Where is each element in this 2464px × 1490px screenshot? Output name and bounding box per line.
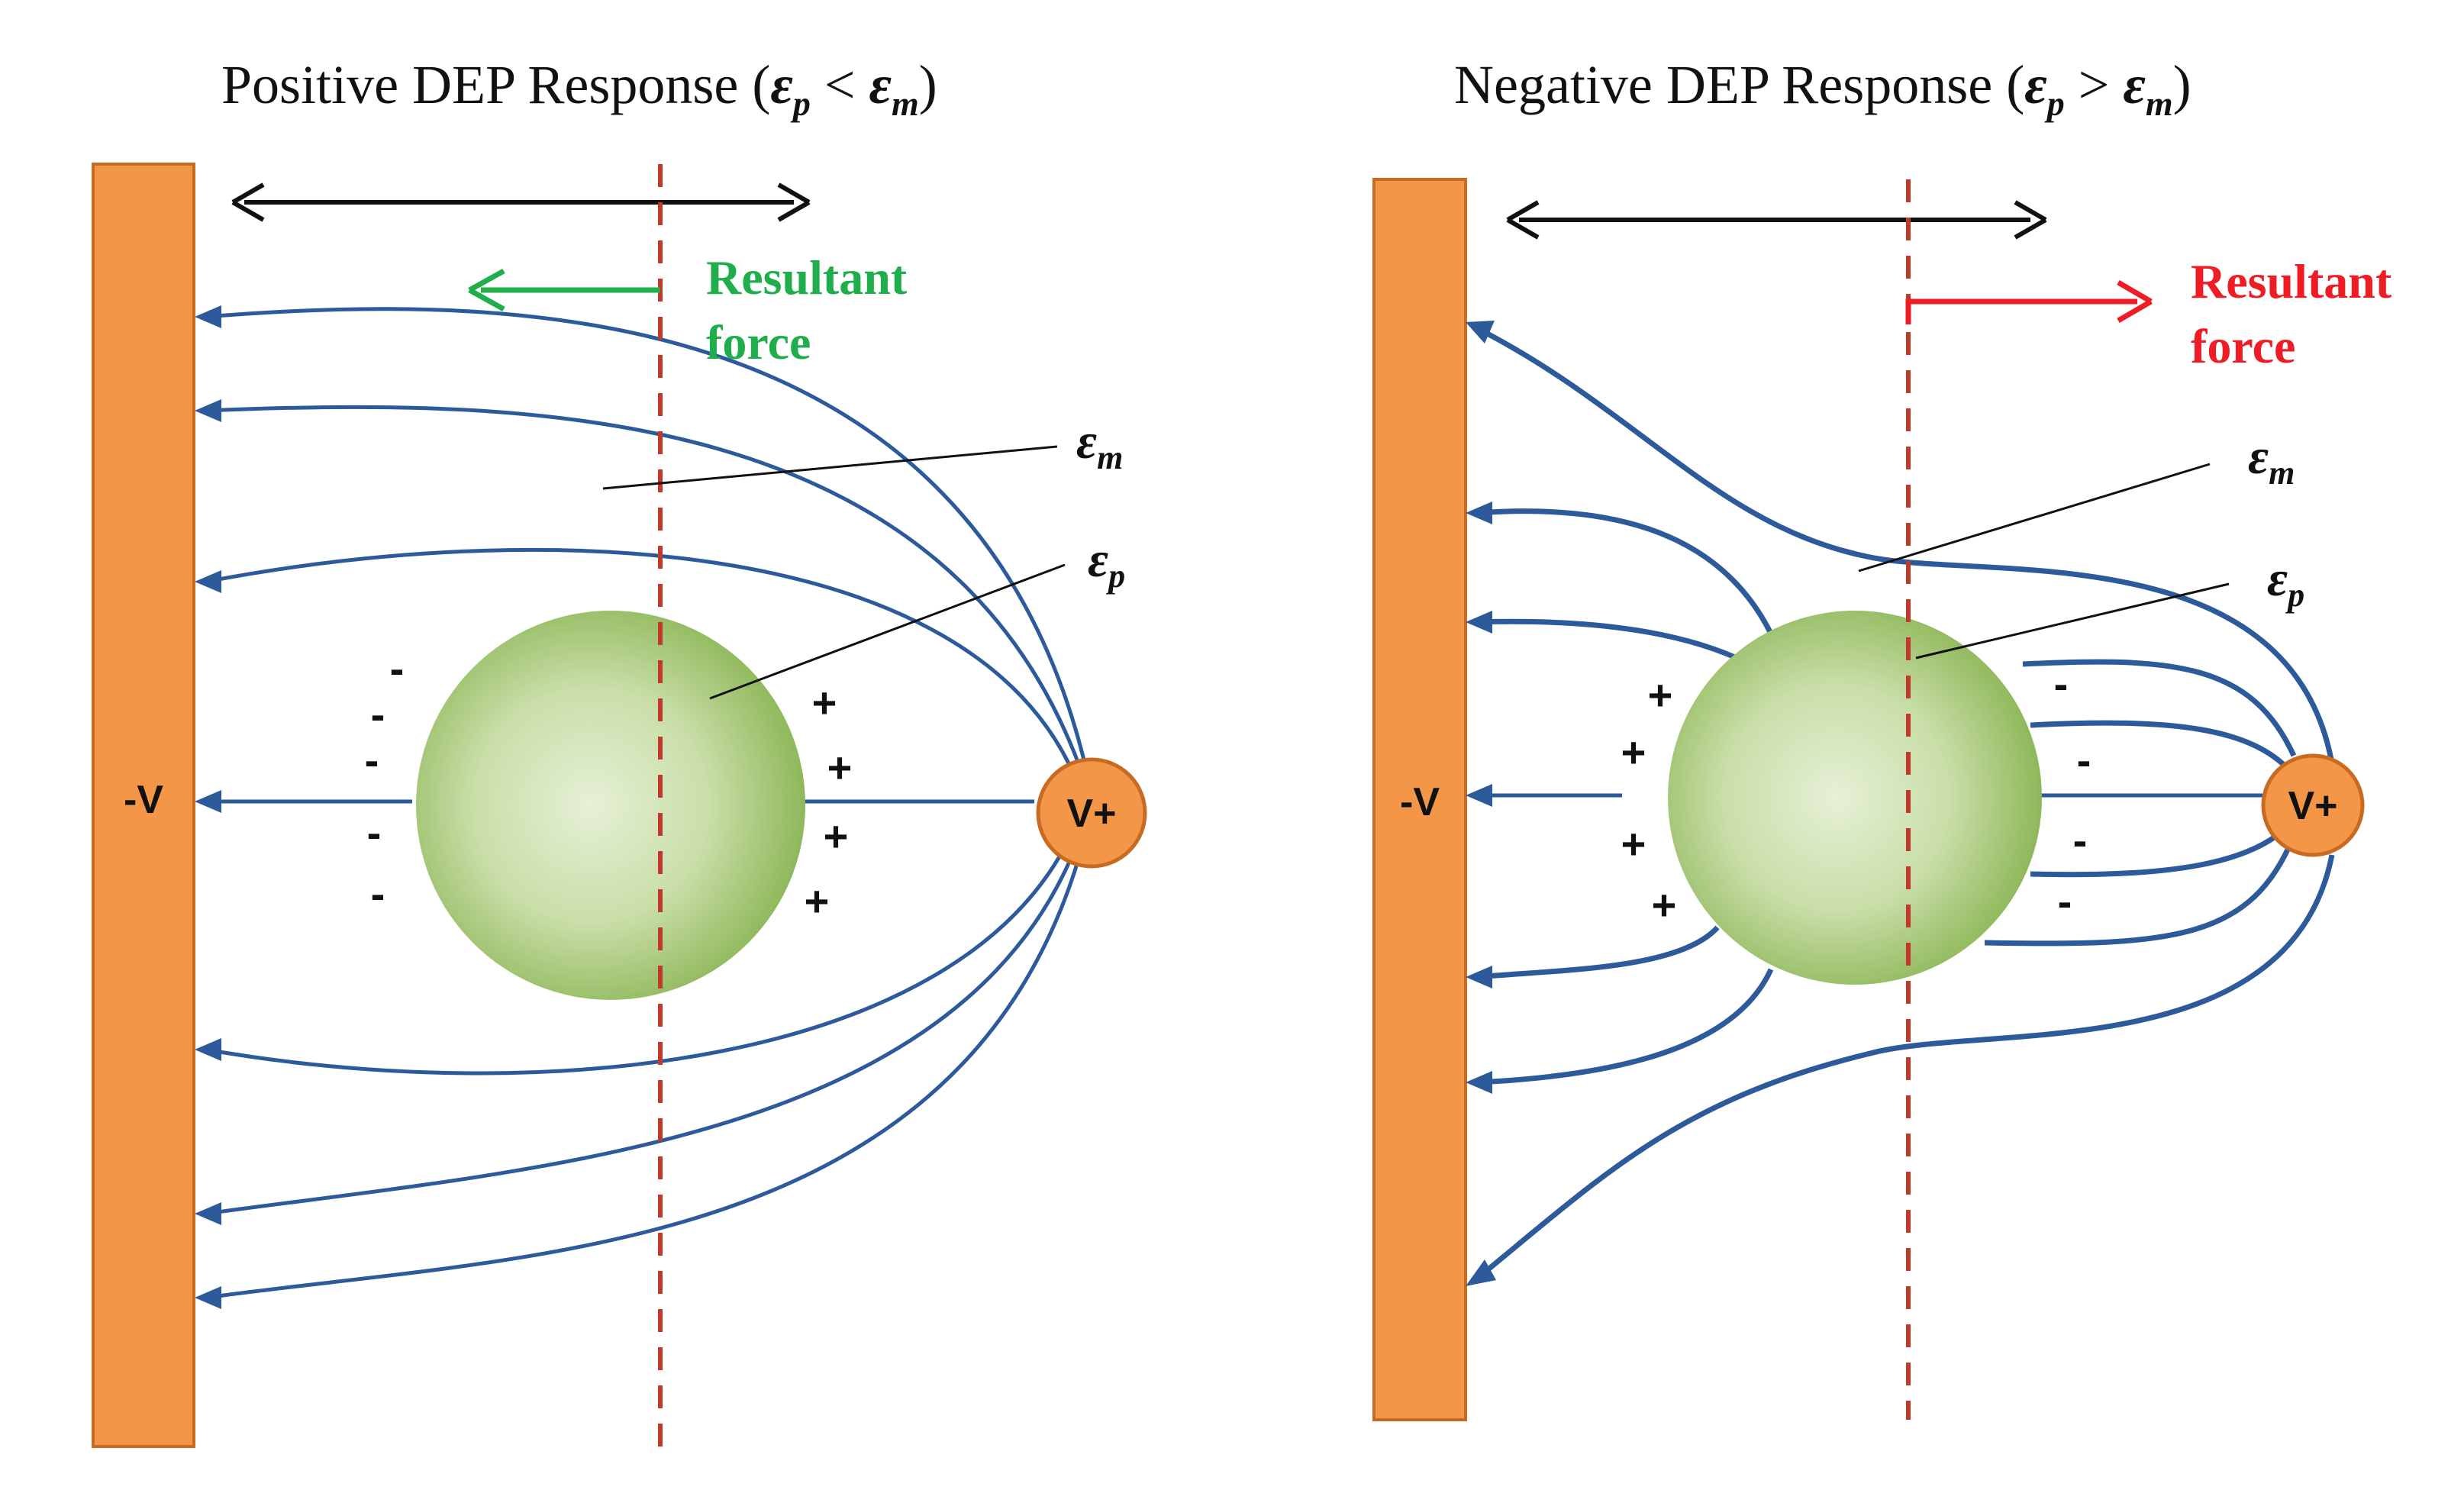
positive-dep-panel: Positive DEP Response (εp < εm) -V	[92, 54, 1147, 1448]
positive-electrode-point	[1036, 757, 1147, 869]
charge: +	[827, 743, 853, 792]
negative-title-eps-m: ε	[2123, 54, 2146, 115]
arrowhead	[1466, 1071, 1492, 1094]
arrowhead	[195, 790, 221, 813]
positive-electrode-label: V+	[1066, 792, 1116, 836]
resultant-force-label-line1: Resultant	[2191, 254, 2392, 308]
charge: -	[2077, 736, 2091, 784]
medium-leader-line	[602, 445, 1058, 490]
arrowhead	[195, 1286, 221, 1309]
negative-title-relation: >	[2065, 54, 2124, 115]
arrowhead	[1466, 784, 1492, 807]
arrowhead	[1466, 502, 1492, 524]
double-arrow	[231, 182, 811, 222]
field-arrowheads-positive	[195, 305, 221, 1309]
medium-leader-line	[1858, 463, 2211, 572]
negative-title-prefix: Negative DEP Response (	[1454, 54, 2024, 115]
resultant-force-label-line2: force	[2191, 319, 2295, 373]
negative-title-eps-p: ε	[2024, 54, 2047, 115]
charge: -	[365, 736, 379, 784]
positive-title-relation: <	[811, 54, 869, 115]
resultant-force-label-line2: force	[706, 315, 811, 369]
positive-electrode-point	[2261, 753, 2365, 857]
negative-dep-panel: Negative DEP Response (εp > εm) -V	[1372, 54, 2392, 1421]
negative-electrode-plate	[1372, 178, 1467, 1421]
particle-leader-line	[1915, 582, 2230, 660]
negative-electrode-plate	[92, 163, 195, 1448]
charge: +	[805, 877, 830, 925]
arrowhead	[1466, 321, 1495, 343]
particle-eps-sub: p	[2285, 576, 2304, 614]
particle	[1668, 611, 2042, 985]
charge: -	[2058, 877, 2072, 925]
charge: -	[390, 644, 405, 692]
charge: -	[371, 869, 385, 918]
negative-electrode-label: -V	[124, 778, 163, 822]
field-lines-positive	[205, 307, 1094, 1300]
positive-electrode-label: V+	[2288, 784, 2337, 828]
particle-permittivity-label: εp	[1088, 532, 1125, 595]
positive-title-eps-p-sub: p	[790, 84, 811, 123]
medium-permittivity-label: εm	[1076, 414, 1123, 476]
arrowhead	[195, 1202, 221, 1225]
negative-title-suffix: )	[2173, 54, 2191, 115]
charge: -	[2054, 660, 2069, 708]
positive-title-eps-m: ε	[869, 54, 892, 115]
medium-permittivity-label: εm	[2248, 429, 2295, 492]
positive-title-eps-p: ε	[770, 54, 793, 115]
field-lines-negative	[1475, 325, 2335, 1281]
arrowhead	[195, 570, 221, 593]
double-arrow	[1506, 200, 2047, 240]
negative-panel-title: Negative DEP Response (εp > εm)	[1454, 54, 2191, 123]
arrowhead	[195, 305, 221, 328]
charge: -	[371, 690, 385, 738]
medium-eps-sub: m	[1097, 439, 1123, 476]
resultant-force-arrow	[468, 268, 660, 312]
resultant-force-arrow	[1905, 279, 2153, 324]
charge: +	[824, 812, 849, 860]
arrowhead	[1466, 611, 1492, 634]
negative-electrode-label: -V	[1400, 780, 1440, 824]
particle-eps: ε	[1088, 532, 1108, 588]
field-arrowheads-negative	[1466, 321, 1496, 1286]
charge: -	[367, 808, 382, 856]
charge: +	[1621, 820, 1646, 868]
positive-title-prefix: Positive DEP Response (	[221, 54, 770, 115]
charge: -	[2073, 816, 2088, 864]
medium-eps-sub: m	[2269, 454, 2295, 492]
negative-title-eps-m-sub: m	[2146, 84, 2173, 123]
particle	[416, 611, 805, 1000]
charge: +	[1648, 671, 1673, 719]
resultant-force-label-line1: Resultant	[706, 250, 908, 305]
positive-panel-title: Positive DEP Response (εp < εm)	[221, 54, 937, 123]
arrowhead	[1466, 966, 1492, 988]
charge: +	[1621, 728, 1646, 776]
arrowhead	[195, 1038, 221, 1061]
particle-eps-sub: p	[1105, 557, 1125, 595]
particle-eps: ε	[2267, 551, 2288, 607]
medium-eps: ε	[1076, 414, 1097, 469]
negative-title-eps-p-sub: p	[2044, 84, 2065, 123]
arrowhead	[195, 399, 221, 422]
particle-leader-line	[709, 563, 1066, 700]
charge: +	[812, 679, 837, 727]
arrowhead	[1466, 1259, 1496, 1286]
charge: +	[1652, 881, 1677, 929]
particle-permittivity-label: εp	[2267, 551, 2304, 614]
positive-title-suffix: )	[919, 54, 937, 115]
medium-eps: ε	[2248, 429, 2269, 485]
positive-title-eps-m-sub: m	[892, 84, 919, 123]
